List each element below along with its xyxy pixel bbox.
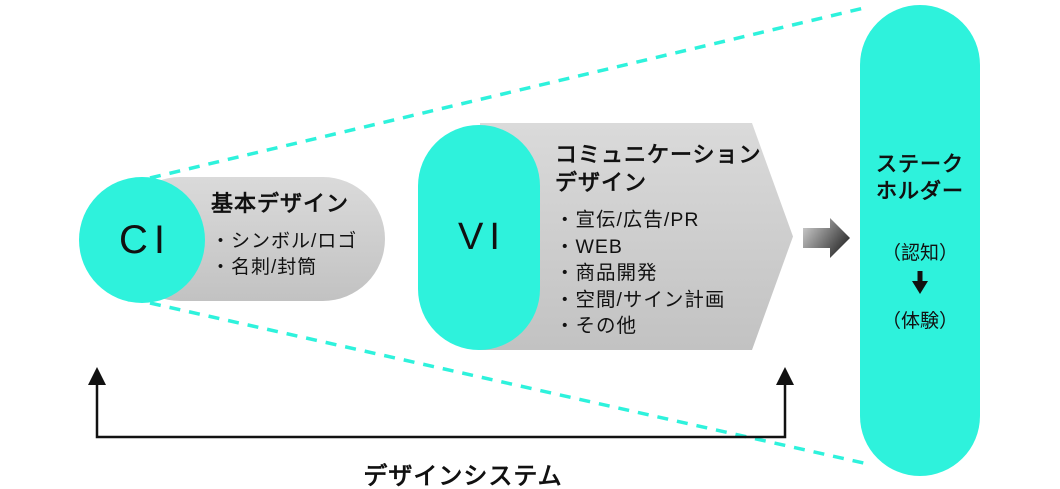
stakeholder-state-awareness: （認知） xyxy=(881,243,958,264)
vi-text-block: コミュニケーション デザイン ・宣伝/広告/PR ・WEB ・商品開発 ・空間/… xyxy=(555,141,762,340)
ci-item: ・シンボル/ロゴ xyxy=(211,231,358,252)
vi-badge: VI xyxy=(418,125,540,350)
vi-item-list: ・宣伝/広告/PR ・WEB ・商品開発 ・空間/サイン計画 ・その他 xyxy=(555,207,762,340)
design-system-bracket xyxy=(95,372,787,439)
stakeholder-pill: ステーク ホルダー （認知） （体験） xyxy=(860,5,980,476)
bracket-arrowhead-left-icon xyxy=(88,367,106,385)
vi-arrow-panel: コミュニケーション デザイン ・宣伝/広告/PR ・WEB ・商品開発 ・空間/… xyxy=(480,123,793,350)
vi-item: ・商品開発 xyxy=(555,262,658,284)
vi-item: ・空間/サイン計画 xyxy=(555,288,726,311)
stakeholder-state-experience: （体験） xyxy=(881,311,958,332)
dashed-line-bottom xyxy=(149,301,869,466)
vi-badge-label: VI xyxy=(458,216,506,258)
dashed-line-top xyxy=(149,6,865,180)
stakeholder-title: ステーク ホルダー xyxy=(876,153,964,203)
vi-heading: コミュニケーション デザイン xyxy=(555,142,762,195)
vi-item: ・その他 xyxy=(555,315,638,337)
ci-text-block: 基本デザイン ・シンボル/ロゴ ・名刺/封筒 xyxy=(211,190,357,281)
ci-item: ・名刺/封筒 xyxy=(211,257,318,278)
right-arrow-icon xyxy=(803,218,850,258)
ci-heading: 基本デザイン xyxy=(211,191,350,216)
ci-badge-label: CI xyxy=(119,217,171,262)
bracket-arrowhead-right-icon xyxy=(776,367,794,385)
vi-item: ・宣伝/広告/PR xyxy=(555,209,700,231)
ci-item-list: ・シンボル/ロゴ ・名刺/封筒 xyxy=(211,229,357,281)
vi-item: ・WEB xyxy=(555,235,623,258)
ci-badge: CI xyxy=(79,177,205,303)
design-system-label: デザインシステム xyxy=(363,463,563,489)
down-arrow-icon xyxy=(912,271,928,294)
